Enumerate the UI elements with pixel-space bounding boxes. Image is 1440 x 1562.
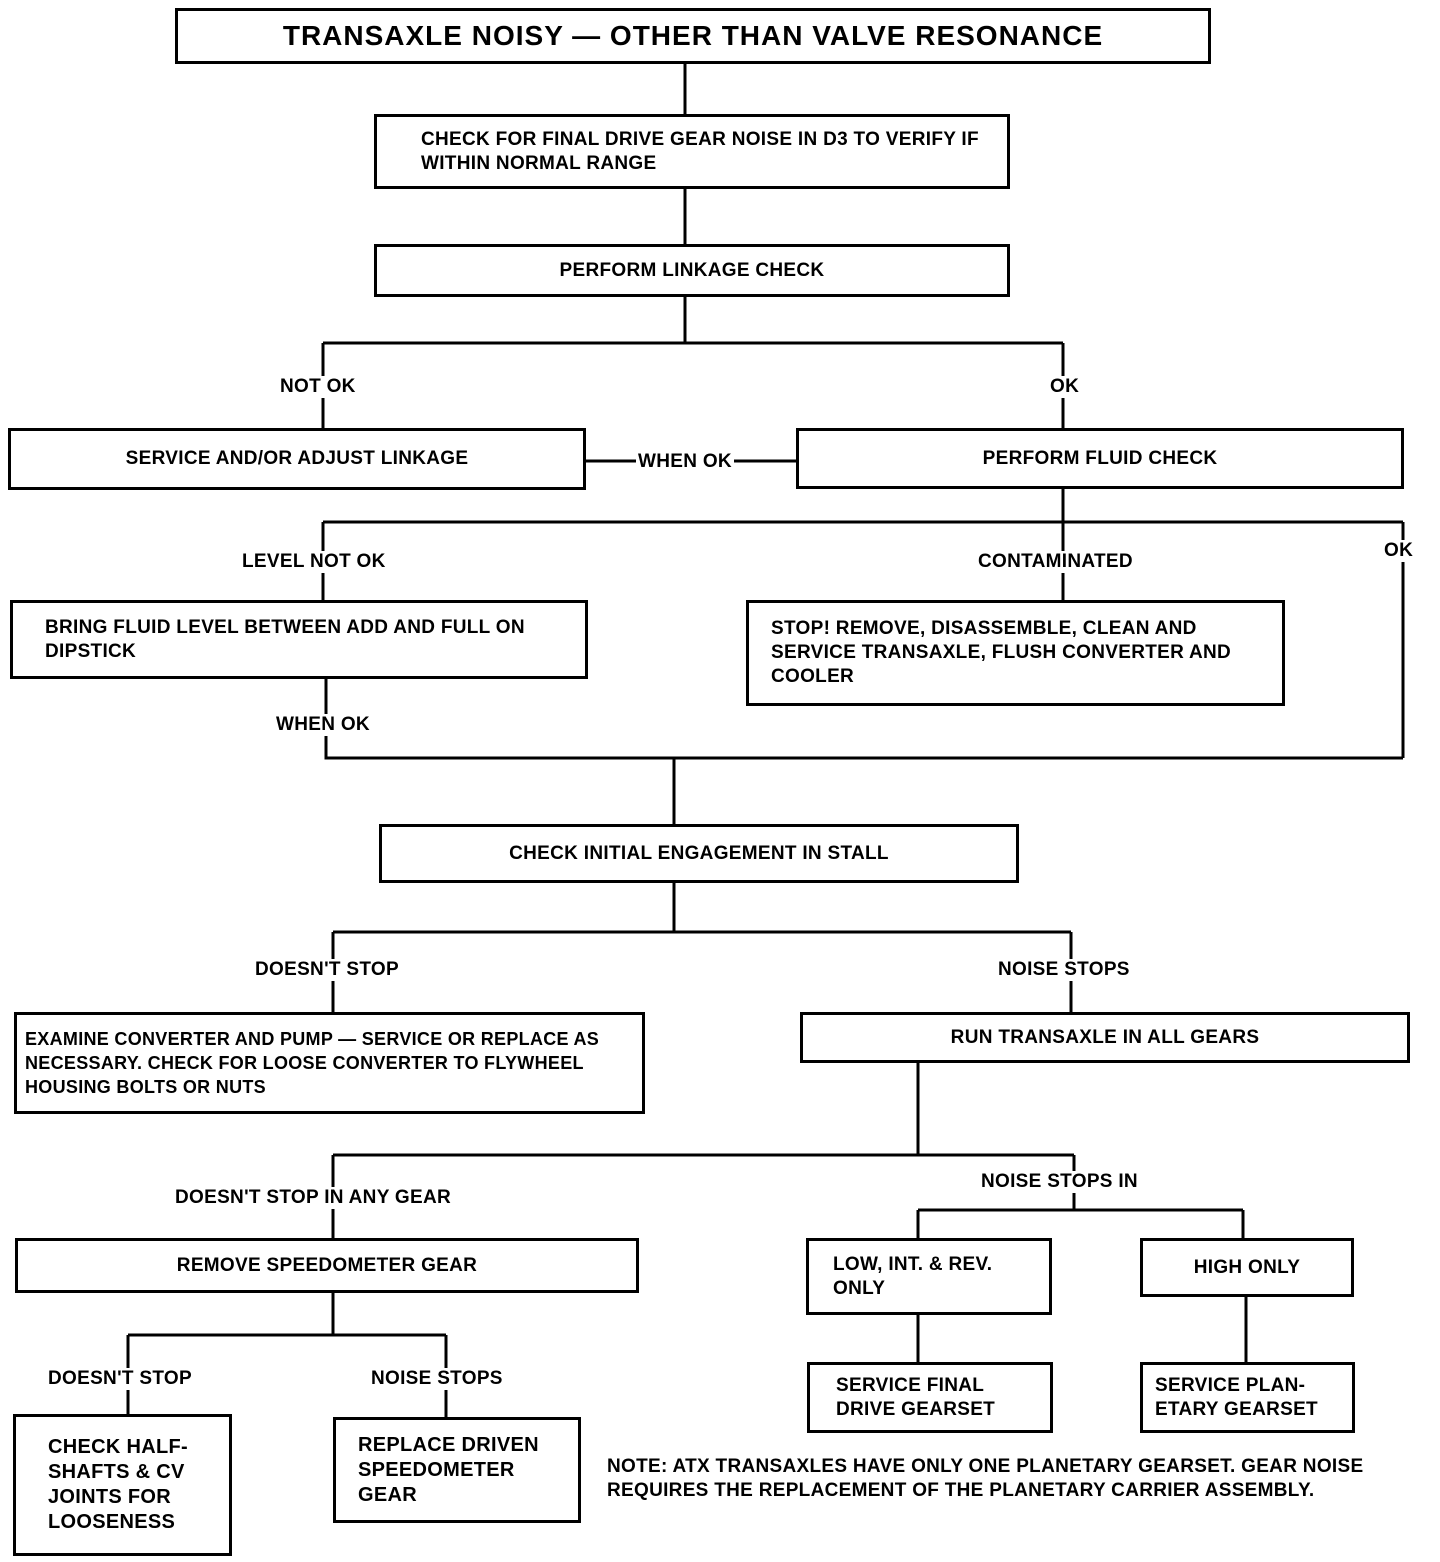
- label-not-ok: NOT OK: [278, 376, 358, 398]
- service-linkage-box: SERVICE AND/OR ADJUST LINKAGE: [8, 428, 586, 490]
- connector-speedo-split: [126, 1292, 448, 1417]
- label-when-ok-fluid: WHEN OK: [274, 714, 372, 736]
- high-only-box: HIGH ONLY: [1140, 1238, 1354, 1297]
- stop-remove-box: STOP! REMOVE, DISASSEMBLE, CLEAN AND SER…: [746, 600, 1285, 706]
- high-only-text: HIGH ONLY: [1193, 1256, 1301, 1278]
- initial-engagement-box: CHECK INITIAL ENGAGEMENT IN STALL: [379, 824, 1019, 883]
- check-halfshafts-text: CHECK HALF-SHAFTS & CV JOINTS FOR LOOSEN…: [48, 1436, 188, 1533]
- fluid-check-box: PERFORM FLUID CHECK: [796, 428, 1404, 489]
- check-final-drive-text: CHECK FOR FINAL DRIVE GEAR NOISE IN D3 T…: [421, 128, 979, 174]
- bring-fluid-text: BRING FLUID LEVEL BETWEEN ADD AND FULL O…: [45, 616, 525, 662]
- label-ok: OK: [1048, 376, 1082, 398]
- check-final-drive-box: CHECK FOR FINAL DRIVE GEAR NOISE IN D3 T…: [374, 114, 1010, 189]
- run-all-gears-text: RUN TRANSAXLE IN ALL GEARS: [950, 1026, 1260, 1048]
- label-doesnt-stop: DOESN'T STOP: [253, 959, 401, 981]
- service-final-text: SERVICE FINAL DRIVE GEARSET: [836, 1374, 996, 1420]
- title-text: TRANSAXLE NOISY — OTHER THAN VALVE RESON…: [282, 20, 1104, 51]
- service-final-box: SERVICE FINAL DRIVE GEARSET: [807, 1362, 1053, 1433]
- check-halfshafts-box: CHECK HALF-SHAFTS & CV JOINTS FOR LOOSEN…: [13, 1414, 232, 1556]
- connector-merge: [324, 678, 1403, 824]
- run-all-gears-box: RUN TRANSAXLE IN ALL GEARS: [800, 1012, 1410, 1063]
- connector-engagement-split: [331, 882, 1073, 1012]
- examine-converter-box: EXAMINE CONVERTER AND PUMP — SERVICE OR …: [14, 1012, 645, 1114]
- label-ok-right: OK: [1382, 540, 1416, 562]
- label-noise-stops-in: NOISE STOPS IN: [979, 1171, 1140, 1193]
- linkage-check-text: PERFORM LINKAGE CHECK: [559, 259, 825, 281]
- label-noise-stops: NOISE STOPS: [996, 959, 1132, 981]
- label-contaminated: CONTAMINATED: [976, 551, 1135, 573]
- low-int-rev-text: LOW, INT. & REV. ONLY: [833, 1253, 993, 1299]
- service-planetary-box: SERVICE PLAN-ETARY GEARSET: [1140, 1362, 1355, 1433]
- fluid-check-text: PERFORM FLUID CHECK: [982, 447, 1218, 469]
- remove-speedo-text: REMOVE SPEEDOMETER GEAR: [176, 1254, 478, 1276]
- examine-converter-text: EXAMINE CONVERTER AND PUMP — SERVICE OR …: [25, 1029, 600, 1097]
- service-planetary-text: SERVICE PLAN-ETARY GEARSET: [1155, 1374, 1318, 1420]
- label-doesnt-stop-speedo: DOESN'T STOP: [46, 1368, 194, 1390]
- label-doesnt-stop-any-gear: DOESN'T STOP IN ANY GEAR: [173, 1187, 454, 1209]
- remove-speedo-box: REMOVE SPEEDOMETER GEAR: [15, 1238, 639, 1293]
- title-box: TRANSAXLE NOISY — OTHER THAN VALVE RESON…: [175, 8, 1211, 64]
- replace-speedo-text: REPLACE DRIVEN SPEEDOMETER GEAR: [358, 1433, 539, 1506]
- service-linkage-text: SERVICE AND/OR ADJUST LINKAGE: [125, 448, 469, 469]
- stop-remove-text: STOP! REMOVE, DISASSEMBLE, CLEAN AND SER…: [771, 618, 1232, 687]
- footnote: NOTE: ATX TRANSAXLES HAVE ONLY ONE PLANE…: [607, 1456, 1364, 1501]
- linkage-check-box: PERFORM LINKAGE CHECK: [374, 244, 1010, 297]
- initial-engagement-text: CHECK INITIAL ENGAGEMENT IN STALL: [509, 842, 889, 864]
- label-level-not-ok: LEVEL NOT OK: [240, 551, 388, 573]
- connector-linkage-split: [321, 296, 1065, 428]
- replace-speedo-box: REPLACE DRIVEN SPEEDOMETER GEAR: [333, 1417, 581, 1523]
- low-int-rev-box: LOW, INT. & REV. ONLY: [806, 1238, 1052, 1315]
- label-when-ok-linkage: WHEN OK: [636, 451, 734, 473]
- bring-fluid-box: BRING FLUID LEVEL BETWEEN ADD AND FULL O…: [10, 600, 588, 679]
- label-noise-stops-speedo: NOISE STOPS: [369, 1368, 505, 1390]
